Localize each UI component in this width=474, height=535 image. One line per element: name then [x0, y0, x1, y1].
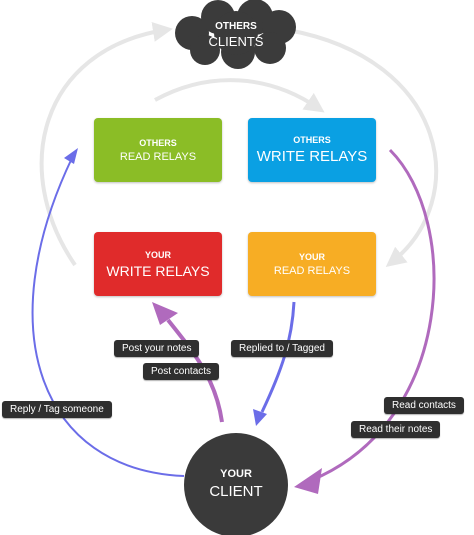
- arrow-reply-tag-head: [64, 148, 78, 164]
- arrow-others-to-cloud: [39, 22, 173, 267]
- your-client: YOUR CLIENT: [186, 462, 286, 506]
- others-read-relays-box: OTHERS READ RELAYS: [94, 118, 222, 182]
- label-post-contacts: Post contacts: [143, 363, 220, 380]
- label-read-contacts: Read contacts: [384, 397, 464, 414]
- your-read-relays-line2: READ RELAYS: [273, 264, 351, 277]
- others-read-relays-line2: READ RELAYS: [119, 150, 197, 163]
- others-read-relays-line1: OTHERS: [139, 137, 177, 148]
- arrow-cloud-to-others-write: [154, 78, 325, 113]
- arrow-cloud-to-your-read: [287, 28, 439, 267]
- your-read-relays-box: YOUR READ RELAYS: [248, 232, 376, 296]
- others-clients-line2: CLIENTS: [208, 34, 264, 49]
- arrow-reply-tag: [31, 157, 185, 477]
- your-write-relays-line2: WRITE RELAYS: [106, 262, 210, 279]
- others-write-relays-box: OTHERS WRITE RELAYS: [248, 118, 376, 182]
- your-read-relays-line1: YOUR: [298, 251, 325, 262]
- label-reply-tag: Reply / Tag someone: [2, 401, 112, 418]
- cloud-shape: [175, 0, 296, 69]
- arrow-replied-tagged: [260, 301, 296, 413]
- label-replied-tagged: Replied to / Tagged: [231, 340, 333, 357]
- label-post-notes: Post your notes: [114, 340, 200, 357]
- your-client-circle: [184, 433, 288, 535]
- others-clients-line1: OTHERS: [215, 21, 257, 32]
- others-write-relays-line2: WRITE RELAYS: [256, 148, 368, 165]
- arrow-replied-tagged-head: [253, 409, 267, 426]
- your-write-relays-line1: YOUR: [144, 249, 171, 260]
- label-read-notes: Read their notes: [351, 421, 441, 438]
- arrow-read: [311, 148, 436, 482]
- your-client-line1: YOUR: [220, 468, 252, 480]
- arrow-read-head: [294, 468, 322, 494]
- your-client-line2: CLIENT: [209, 483, 263, 500]
- others-write-relays-line1: OTHERS: [293, 135, 331, 145]
- arrow-post-head: [152, 302, 178, 325]
- others-clients: OTHERS CLIENTS: [190, 18, 282, 52]
- your-write-relays-box: YOUR WRITE RELAYS: [94, 232, 222, 296]
